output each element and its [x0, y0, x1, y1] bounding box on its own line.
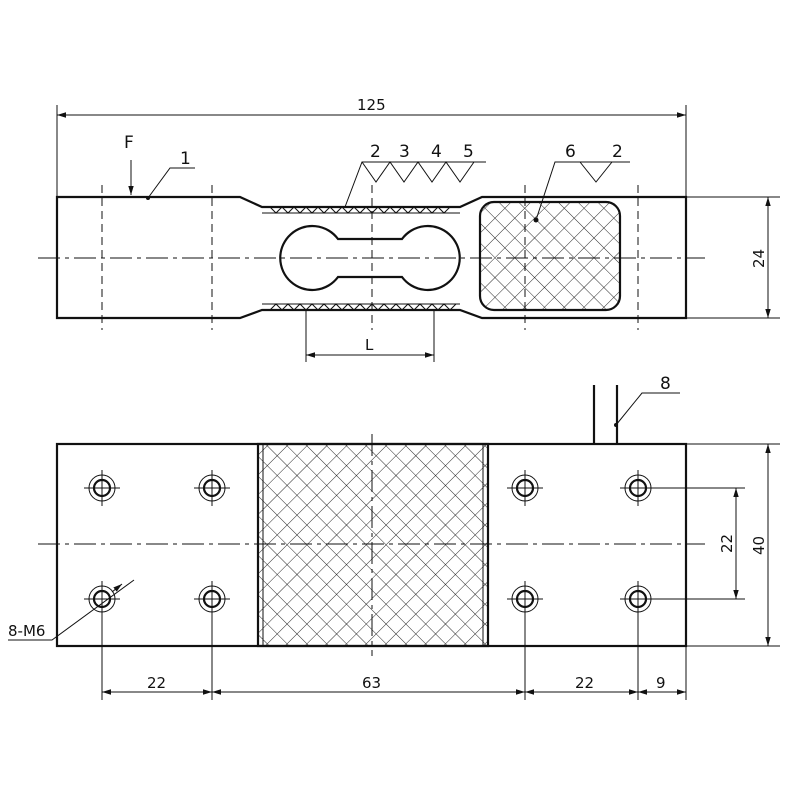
dim-L-label: L: [365, 336, 374, 354]
hole-bottom-right-outer: [620, 581, 656, 617]
horizontal-dimension-chain: 22 63 22 9: [101, 617, 687, 700]
callout-3-label: 3: [399, 142, 410, 162]
hole-bottom-right-inner: [507, 581, 543, 617]
callout-8-leader: [615, 392, 680, 426]
callout-2b-label: 2: [612, 142, 623, 162]
dim-63-label: 63: [362, 674, 381, 692]
hole-top-left-inner: [194, 470, 230, 506]
hole-bottom-left-inner: [194, 581, 230, 617]
dumbbell-hole: [279, 224, 461, 292]
callout-62-leader: [535, 161, 630, 221]
mounting-holes: [84, 470, 656, 617]
potting-cover: [478, 200, 622, 312]
thread-callout-label: 8-M6: [8, 622, 45, 640]
callout-62-zigzag: [579, 161, 613, 183]
bottom-potting: [256, 442, 490, 648]
callout-5-label: 5: [463, 142, 474, 162]
gauge-seal-marks: [269, 206, 457, 311]
hole-top-left-outer: [84, 470, 120, 506]
hole-bottom-left-outer: [84, 581, 120, 617]
callout-2-label: 2: [370, 142, 381, 162]
dim-125-label: 125: [357, 96, 386, 114]
callout-6-label: 6: [565, 142, 576, 162]
top-view: F 1 2 3 4 5 6 2 125 24 L: [38, 96, 780, 362]
dim-22v-label: 22: [718, 534, 736, 553]
thread-callout-tick: [111, 583, 123, 593]
thread-callout-leader: [8, 579, 135, 641]
dim-22-left-label: 22: [147, 674, 166, 692]
dim-24-label: 24: [750, 249, 768, 268]
cable: [592, 385, 619, 444]
bottom-view: 8 8-M6 40 22 22 63 22 9: [8, 374, 780, 700]
hole-top-right-inner: [507, 470, 543, 506]
callout-1-label: 1: [180, 149, 191, 169]
hole-top-right-outer: [620, 470, 656, 506]
callout-4-label: 4: [431, 142, 442, 162]
callout-2345-zigzag: [361, 161, 475, 183]
callout-1-leader: [147, 167, 195, 199]
force-label: F: [124, 133, 134, 153]
dim-22-right-label: 22: [575, 674, 594, 692]
dim-9-label: 9: [656, 674, 666, 692]
callout-8-label: 8: [660, 374, 671, 394]
callout-8-dot: [614, 423, 618, 427]
dim-40-label: 40: [750, 536, 768, 555]
